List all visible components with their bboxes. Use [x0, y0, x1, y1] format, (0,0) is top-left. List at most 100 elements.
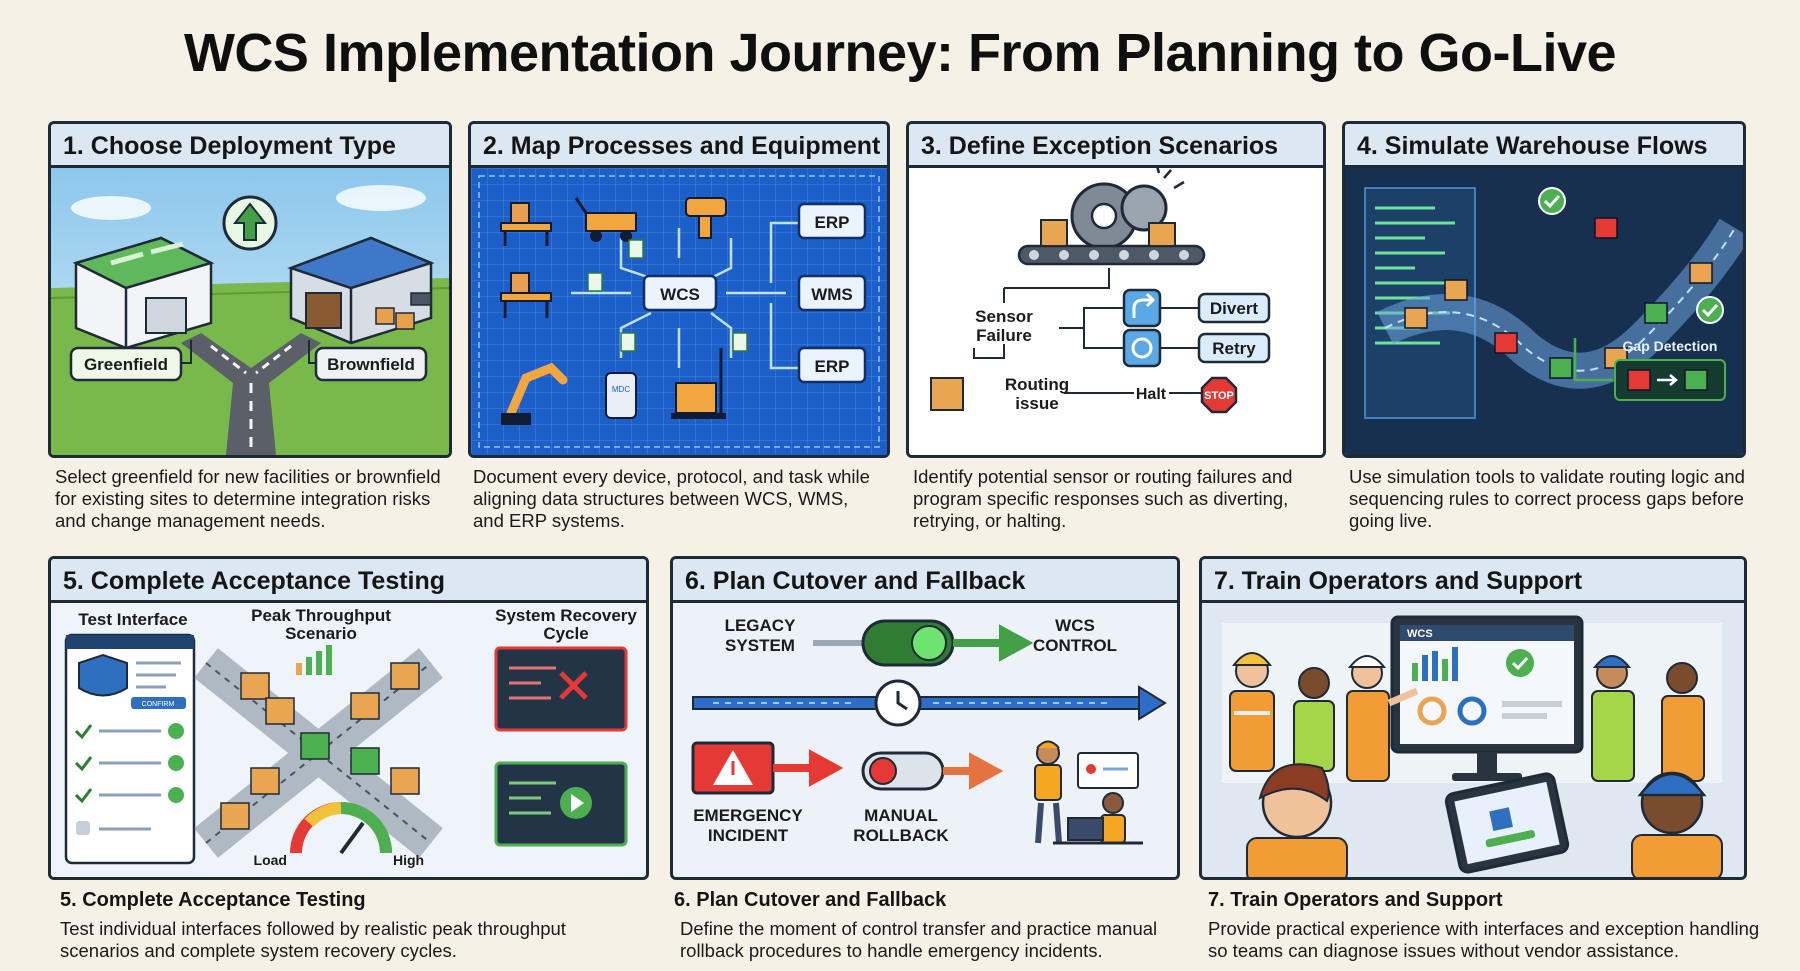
clock-icon [874, 679, 922, 727]
bar-chart-icon [296, 645, 332, 675]
gauge-icon [290, 802, 392, 855]
step-4-panel: 4. Simulate Warehouse Flows Gap [1342, 121, 1746, 458]
worker-5-avatar [1661, 662, 1705, 782]
retry-icon [1122, 328, 1162, 368]
sensor-failure-label-1: Sensor [975, 307, 1033, 326]
training-illustration: WCS [1202, 603, 1744, 877]
erp-top-label: ERP [815, 213, 850, 232]
stop-sign-icon: STOP [1200, 376, 1238, 414]
gear-icon [1070, 168, 1185, 250]
worker-2-avatar [1293, 667, 1335, 772]
foreground-trainee-avatar [1246, 763, 1348, 877]
high-label: High [393, 852, 424, 868]
step-6-panel: 6. Plan Cutover and Fallback LEGACY SYST… [670, 556, 1180, 880]
test-interface-label: Test Interface [78, 610, 187, 629]
sensor-failure-label-2: Failure [976, 326, 1032, 345]
deployment-illustration: Greenfield Brownfield [51, 168, 449, 455]
divert-label: Divert [1210, 299, 1259, 318]
process-map-illustration: WCS ERP WMS ERP [471, 168, 887, 455]
simulation-illustration: Gap Detection [1345, 168, 1743, 455]
monitor-title: WCS [1407, 628, 1433, 640]
operator-workstation-icon [1034, 740, 1143, 845]
robot-arm-icon [501, 362, 568, 425]
step-7-panel: 7. Train Operators and Support WCS [1199, 556, 1747, 880]
peak-throughput-label-1: Peak Throughput [251, 606, 391, 625]
error-screen-icon [494, 646, 628, 732]
conveyor-icon [500, 202, 552, 246]
brownfield-label: Brownfield [327, 355, 415, 374]
step-6-heading: 6. Plan Cutover and Fallback [673, 559, 1177, 603]
step-2-description: Document every device, protocol, and tas… [473, 466, 870, 531]
scanner-icon: MDC [605, 372, 637, 419]
system-recovery-label-1: System Recovery [495, 606, 637, 625]
check-list-icon [74, 723, 184, 835]
step-6-caption: 6. Plan Cutover and Fallback [674, 889, 947, 911]
step-1-heading: 1. Choose Deployment Type [51, 124, 449, 168]
document-icon [587, 239, 748, 352]
manual-rollback-label-1: MANUAL [864, 806, 938, 825]
play-screen-icon [494, 761, 628, 847]
emergency-incident-label-1: EMERGENCY [693, 806, 803, 825]
step-4-heading: 4. Simulate Warehouse Flows [1345, 124, 1743, 168]
legacy-system-label-2: SYSTEM [725, 636, 795, 655]
step-3-panel: 3. Define Exception Scenarios Sensor Fai… [906, 121, 1326, 458]
peak-throughput-label-2: Scenario [285, 624, 357, 643]
check-icon-2 [1696, 296, 1724, 324]
foreground-worker-avatar [1631, 771, 1723, 877]
erp-bottom-label: ERP [815, 357, 850, 376]
system-recovery-label-2: Cycle [543, 624, 588, 643]
wcs-node-label: WCS [660, 285, 700, 304]
emergency-incident-label-2: INCIDENT [708, 826, 789, 845]
worker-1-avatar [1229, 652, 1275, 772]
step-1-panel: 1. Choose Deployment Type [48, 121, 452, 458]
divert-icon [1122, 288, 1162, 328]
greenfield-building-icon [72, 236, 215, 350]
monitor-icon: WCS [1390, 615, 1584, 781]
cutover-illustration: LEGACY SYSTEM WCS CONTROL [673, 603, 1177, 877]
step-4-description: Use simulation tools to validate routing… [1349, 466, 1745, 531]
wcs-control-label-2: CONTROL [1033, 636, 1117, 655]
step-5-heading: 5. Complete Acceptance Testing [51, 559, 646, 603]
retry-label: Retry [1212, 339, 1256, 358]
scanner-label: MDC [612, 385, 630, 394]
cart-icon [574, 197, 637, 242]
worker-3-avatar [1346, 655, 1419, 782]
manual-rollback-label-2: ROLLBACK [853, 826, 949, 845]
acceptance-testing-illustration: Test Interface CONFIRM Peak Throughput S… [51, 603, 646, 877]
tablet-icon [1444, 772, 1570, 874]
rollback-switch-icon [861, 751, 945, 791]
step-2-heading: 2. Map Processes and Equipment [471, 124, 887, 168]
toggle-switch-icon [861, 619, 955, 667]
step-1-description: Select greenfield for new facilities or … [55, 466, 441, 531]
routing-issue-label-2: issue [1015, 394, 1058, 413]
halt-label: Halt [1136, 386, 1167, 403]
check-icon [1538, 187, 1566, 215]
confirm-button-label: CONFIRM [142, 701, 175, 708]
step-6-description: Define the moment of control transfer an… [680, 918, 1158, 961]
page-title: WCS Implementation Journey: From Plannin… [183, 23, 1617, 83]
legacy-system-label-1: LEGACY [725, 616, 797, 635]
step-3-description: Identify potential sensor or routing fai… [913, 466, 1293, 531]
pallet-jack-icon [671, 348, 726, 419]
routing-issue-label-1: Routing [1005, 375, 1069, 394]
gap-detection-label: Gap Detection [1623, 338, 1718, 354]
step-7-caption: 7. Train Operators and Support [1208, 889, 1503, 911]
step-2-panel: 2. Map Processes and Equipment WCS ERP W… [468, 121, 890, 458]
step-5-description: Test individual interfaces followed by r… [60, 918, 566, 961]
wms-label: WMS [811, 285, 853, 304]
roller-icon [500, 272, 552, 318]
brownfield-building-icon [287, 236, 435, 345]
step-3-heading: 3. Define Exception Scenarios [909, 124, 1323, 168]
greenfield-label: Greenfield [84, 355, 168, 374]
wcs-control-label-1: WCS [1055, 616, 1095, 635]
drill-icon [685, 197, 727, 239]
exception-scenarios-illustration: Sensor Failure Routing issue Divert Retr… [909, 168, 1323, 455]
step-5-caption: 5. Complete Acceptance Testing [60, 889, 366, 911]
warning-icon [691, 741, 775, 795]
worker-4-avatar [1591, 655, 1635, 782]
step-7-description: Provide practical experience with interf… [1208, 918, 1760, 961]
step-5-panel: 5. Complete Acceptance Testing Test Inte… [48, 556, 649, 880]
stop-label: STOP [1204, 390, 1234, 402]
step-7-heading: 7. Train Operators and Support [1202, 559, 1744, 603]
load-label: Load [254, 852, 287, 868]
